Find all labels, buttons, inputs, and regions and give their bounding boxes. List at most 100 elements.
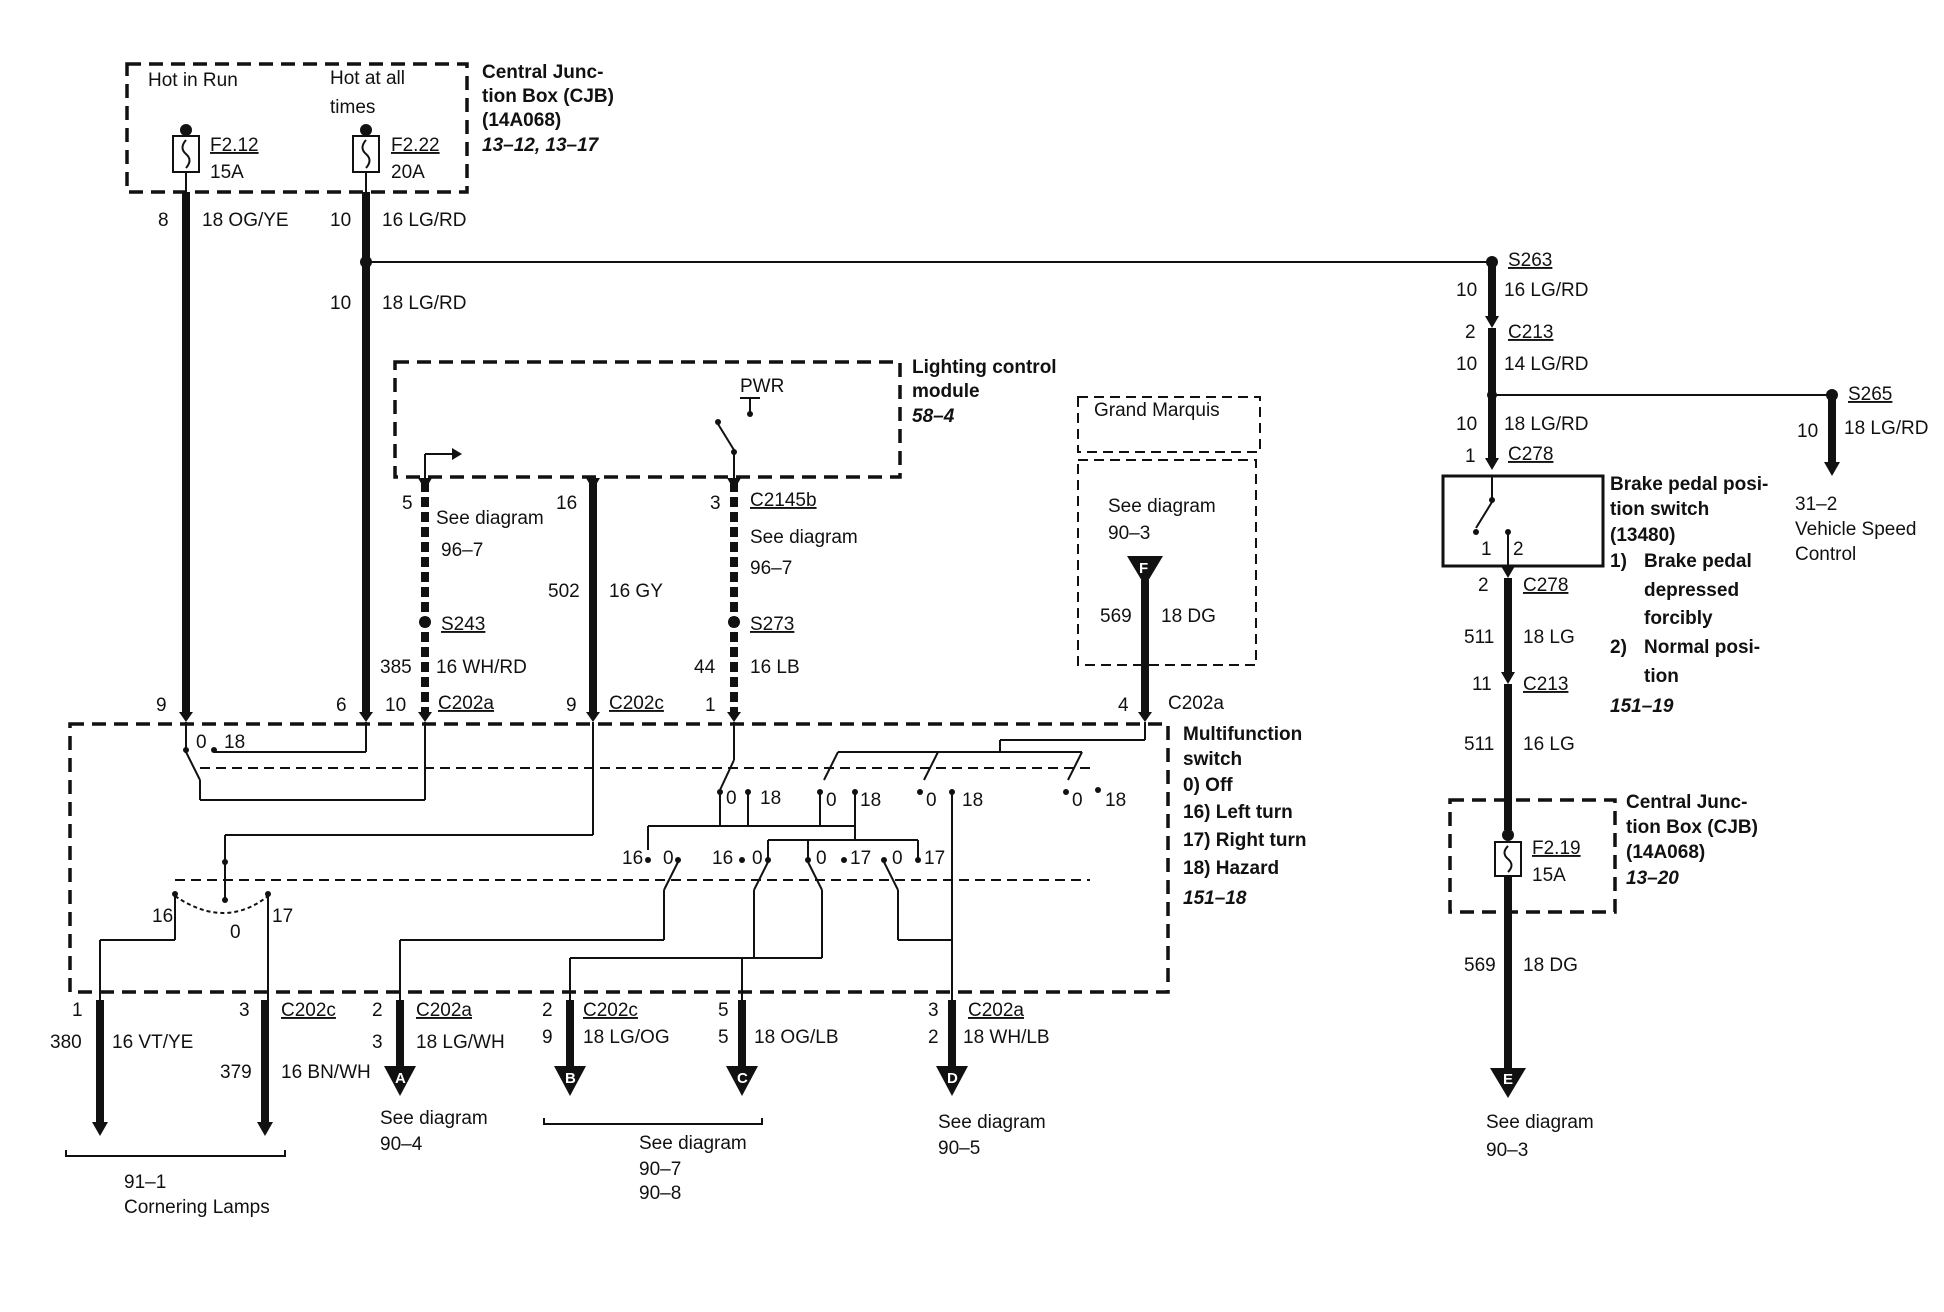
svg-text:18: 18 xyxy=(760,788,781,809)
bc-bracket xyxy=(543,1118,763,1125)
svg-text:0: 0 xyxy=(816,848,827,869)
arrow-F-icon xyxy=(1127,556,1163,586)
bpp-title-2: tion switch xyxy=(1610,499,1709,520)
arrow-F-label: F xyxy=(1139,560,1148,577)
mfs-pin-2: 6 xyxy=(336,695,347,716)
lcm-title-2: module xyxy=(912,381,980,402)
lcm-a-pin: 5 xyxy=(402,493,413,514)
cjb2-fuse: F2.19 xyxy=(1532,838,1581,859)
s273-dot xyxy=(728,616,740,628)
D-connector: C202a xyxy=(968,1000,1024,1021)
c278b-name: C278 xyxy=(1523,575,1568,596)
lcm-ref: 58–4 xyxy=(912,406,955,427)
fuse1-rating: 15A xyxy=(210,162,244,183)
wire3-label: 18 LG/RD xyxy=(382,293,466,314)
D-label: 18 WH/LB xyxy=(963,1027,1050,1048)
cjb2-title-1: Central Junc- xyxy=(1626,792,1747,813)
r5-label: 18 DG xyxy=(1523,955,1578,976)
cjb-top-ref: 13–12, 13–17 xyxy=(482,135,600,156)
svg-text:18: 18 xyxy=(1105,790,1126,811)
lcm-box xyxy=(393,360,902,479)
lcm-c-pin: 3 xyxy=(710,493,721,514)
c278a-name: C278 xyxy=(1508,444,1553,465)
r2-label: 18 LG/RD xyxy=(1504,414,1588,435)
cornering-name: Cornering Lamps xyxy=(124,1197,270,1218)
bpp-n1-line-1: Brake pedal xyxy=(1644,551,1752,572)
arrow-C-icon xyxy=(726,1066,758,1096)
lcm-c-see: See diagram xyxy=(750,527,858,548)
grand-marquis-title: Grand Marquis xyxy=(1094,400,1220,421)
gm-label: 18 DG xyxy=(1161,606,1216,627)
arrow-C-label: C xyxy=(737,1070,748,1087)
lcm-a-circuit: 385 xyxy=(380,657,412,678)
s243-dot xyxy=(419,616,431,628)
svg-text:0: 0 xyxy=(196,732,207,753)
svg-text:18: 18 xyxy=(860,790,881,811)
mfs-pin-4: 9 xyxy=(566,695,577,716)
fuse2-terminal xyxy=(360,124,372,136)
fuse1-element xyxy=(181,139,191,169)
bpp-n2-line-1: Normal posi- xyxy=(1644,637,1760,658)
A-pin2: 3 xyxy=(372,1032,383,1053)
arrow-E-label: E xyxy=(1503,1071,1513,1088)
svg-text:0: 0 xyxy=(926,790,937,811)
mfs-pin-5: 1 xyxy=(705,695,716,716)
A-ref: 90–4 xyxy=(380,1134,423,1155)
D-see: See diagram xyxy=(938,1112,1046,1133)
mfs-item-1: 16) Left turn xyxy=(1183,802,1293,823)
r3-label: 18 LG xyxy=(1523,627,1575,648)
mfs-ref: 151–18 xyxy=(1183,888,1247,909)
B-pin2: 9 xyxy=(542,1027,553,1048)
hot-at-all-label-2: times xyxy=(330,97,375,118)
A-see: See diagram xyxy=(380,1108,488,1129)
D-pin1: 3 xyxy=(928,1000,939,1021)
c213-name: C213 xyxy=(1508,322,1553,343)
grand-marquis-box xyxy=(1077,396,1261,453)
c213b-name: C213 xyxy=(1523,674,1568,695)
out2-label: 16 BN/WH xyxy=(281,1062,371,1083)
out2-circuit: 379 xyxy=(220,1062,252,1083)
C-pin1: 5 xyxy=(718,1000,729,1021)
out2-pin: 3 xyxy=(239,1000,250,1021)
bpp-title-3: (13480) xyxy=(1610,525,1676,546)
BC-ref2: 90–8 xyxy=(639,1183,681,1204)
arrow-D-icon xyxy=(936,1066,968,1096)
bpp-title-1: Brake pedal posi- xyxy=(1610,474,1768,495)
bpp-n2: 2) xyxy=(1610,637,1627,658)
lcm-c-connector: C2145b xyxy=(750,490,817,511)
fuse2-rating: 20A xyxy=(391,162,425,183)
cjb2-ref: 13–20 xyxy=(1626,868,1679,889)
lcm-b-label: 16 GY xyxy=(609,581,663,602)
bpp-n2-line-2: tion xyxy=(1644,666,1679,687)
bpp-n1-line-3: forcibly xyxy=(1644,608,1713,629)
r2-pin: 10 xyxy=(1456,414,1477,435)
r1-label: 16 LG/RD xyxy=(1504,280,1588,301)
pwr-switch-blade xyxy=(717,423,735,451)
mfs-title-2: switch xyxy=(1183,749,1242,770)
s265-pin: 10 xyxy=(1797,421,1818,442)
svg-text:0: 0 xyxy=(663,848,674,869)
hot-at-all-label-1: Hot at all xyxy=(330,68,405,89)
fuse2-element xyxy=(361,139,371,169)
wire2-pin: 10 xyxy=(330,210,351,231)
c278b-pin: 2 xyxy=(1478,575,1489,596)
lcm-a-splice: S243 xyxy=(441,614,485,635)
s263-label: S263 xyxy=(1508,250,1552,271)
grand-marquis-see-ref: 90–3 xyxy=(1108,523,1150,544)
svg-text:17: 17 xyxy=(272,906,293,927)
cjb-top-title-1: Central Junc- xyxy=(482,62,603,83)
c213-label: 14 LG/RD xyxy=(1504,354,1588,375)
out1-pin: 1 xyxy=(72,1000,83,1021)
cjb2-box xyxy=(1448,798,1617,914)
cornering-bracket xyxy=(65,1150,286,1157)
arrow-B-label: B xyxy=(565,1070,576,1087)
cornering-ref: 91–1 xyxy=(124,1172,166,1193)
wire2-label: 16 LG/RD xyxy=(382,210,466,231)
bpp-ref: 151–19 xyxy=(1610,696,1674,717)
BC-ref1: 90–7 xyxy=(639,1159,681,1180)
mfs-pin-3: 10 xyxy=(385,695,406,716)
mfs-item-0: 0) Off xyxy=(1183,775,1233,796)
svg-text:0: 0 xyxy=(1072,790,1083,811)
